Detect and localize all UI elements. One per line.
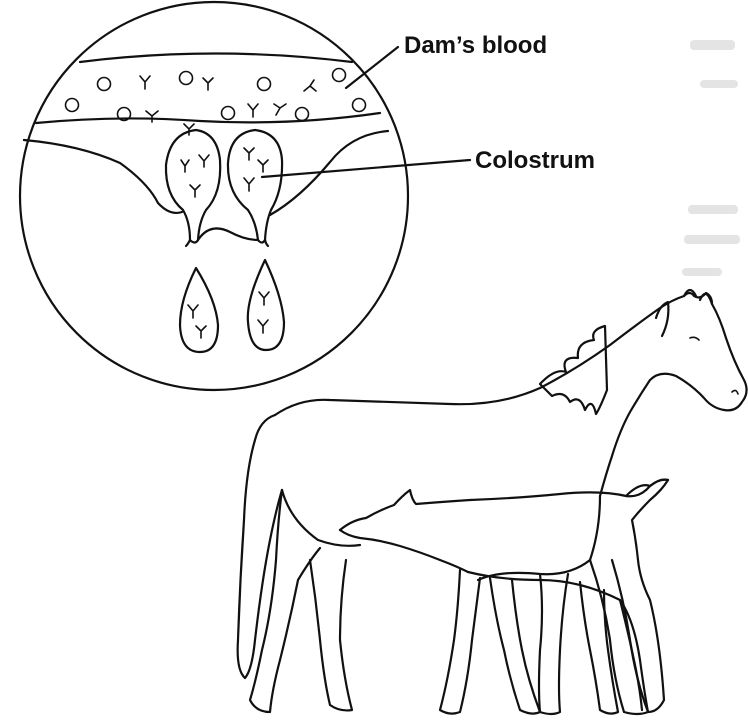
mare-eye — [690, 337, 699, 340]
blood-cells — [66, 69, 366, 121]
dams-blood-label: Dam’s blood — [404, 32, 547, 59]
magnified-inset — [20, 2, 408, 390]
colostrum-leader-line — [262, 160, 470, 177]
right-alveolus — [228, 130, 282, 243]
gland-tissue-outline — [24, 140, 182, 213]
blood-cell-circle-icon — [66, 99, 79, 112]
antibody-y-icon — [258, 320, 268, 333]
antibody-y-icon — [140, 76, 150, 89]
blood-vessel-bottom-wall — [36, 113, 380, 123]
blood-cell-circle-icon — [258, 78, 271, 91]
foal-front-leg-left — [440, 570, 480, 714]
mare-front-leg-left — [539, 574, 568, 714]
blood-vessel-top-wall — [80, 54, 352, 63]
blood-cell-circle-icon — [333, 69, 346, 82]
foal-front-leg-right — [490, 578, 540, 714]
blood-cell-circle-icon — [180, 72, 193, 85]
foal-body-outline — [340, 480, 668, 712]
mare-tail — [238, 415, 282, 678]
antibody-y-icon — [188, 305, 198, 318]
antibody-y-icon — [190, 185, 200, 197]
mare-body-outline — [275, 293, 747, 496]
antibody-y-icon — [244, 148, 254, 160]
blood-cell-circle-icon — [98, 78, 111, 91]
foal-head — [340, 530, 468, 572]
left-droplet — [180, 268, 218, 352]
colostrum-label: Colostrum — [475, 147, 595, 174]
mare-nostril — [732, 390, 738, 394]
mare-hind-leg-right — [310, 560, 352, 710]
mare-illustration — [238, 290, 747, 714]
antibody-y-icon — [199, 155, 209, 167]
mare-belly — [282, 490, 360, 546]
blood-cell-circle-icon — [353, 99, 366, 112]
foal-hind-leg-left — [580, 582, 618, 714]
background-ghost-marks — [682, 40, 740, 276]
antibody-y-icon — [196, 326, 206, 338]
foal-illustration — [340, 480, 668, 714]
antibody-y-icon — [181, 160, 189, 172]
antibody-y-icon — [304, 80, 316, 91]
antibody-y-icon — [146, 111, 158, 122]
antibody-y-icon — [248, 104, 258, 117]
antibody-y-icon — [274, 104, 286, 115]
antibodies — [140, 76, 316, 338]
antibody-y-icon — [244, 178, 254, 191]
antibody-y-icon — [258, 160, 268, 172]
right-droplet — [248, 260, 284, 350]
antibody-y-icon — [259, 292, 269, 305]
blood-cell-circle-icon — [222, 107, 235, 120]
left-alveolus — [166, 130, 220, 243]
antibody-y-icon — [203, 78, 213, 90]
blood-cell-circle-icon — [296, 108, 309, 121]
